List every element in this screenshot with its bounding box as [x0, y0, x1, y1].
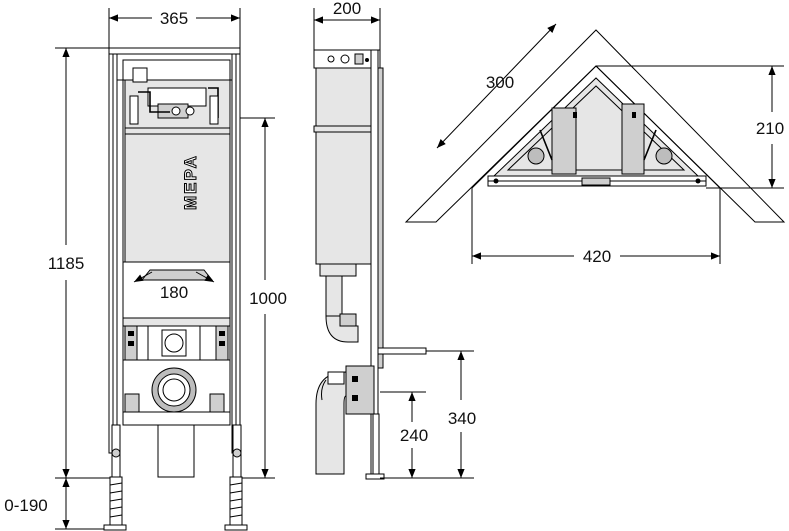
- dim-side-height-high: 340: [448, 409, 476, 428]
- side-view: 200 340: [313, 0, 476, 480]
- dim-outlet-width: 180: [160, 283, 188, 302]
- dim-corner-width: 420: [583, 247, 611, 266]
- dim-front-inner-height: 1000: [249, 289, 287, 308]
- dim-foot-adjust: 0-190: [4, 496, 47, 515]
- mepa-logo: MEPA: [181, 154, 200, 210]
- dim-side-depth: 200: [333, 0, 361, 18]
- dim-front-height: 1185: [48, 254, 85, 273]
- corner-view: 300 210 420: [404, 23, 786, 266]
- dim-side-height-low: 240: [400, 426, 428, 445]
- dim-corner-depth: 300: [486, 73, 514, 92]
- dim-front-width: 365: [160, 9, 188, 28]
- dim-corner-height: 210: [756, 119, 784, 138]
- front-view: MEPA: [4, 8, 287, 531]
